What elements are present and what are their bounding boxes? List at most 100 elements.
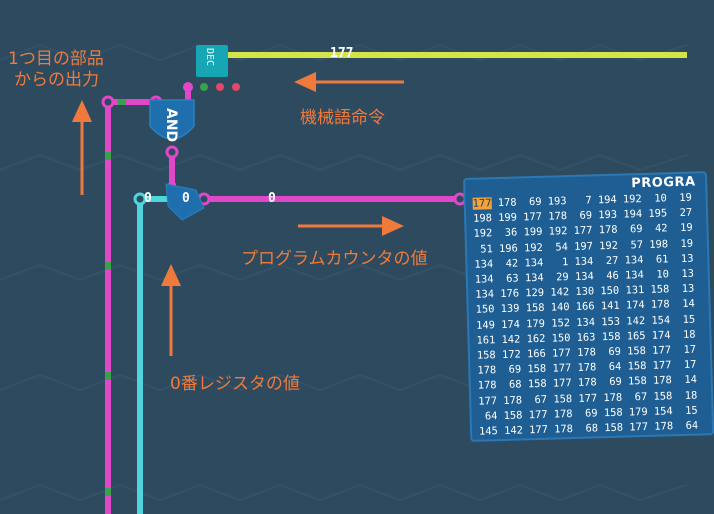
program-cell: 27 (599, 254, 619, 268)
magenta-wire-value: 0 (268, 191, 276, 206)
program-cell: 199 (523, 226, 543, 239)
program-cell: 166 (526, 347, 546, 361)
cyan-wire-value-left: 0 (144, 191, 152, 206)
program-cell: 10 (647, 192, 667, 205)
program-cell: 158 (603, 406, 623, 420)
program-cell: 67 (628, 390, 648, 404)
program-cell: 150 (475, 303, 495, 317)
program-cell: 64 (679, 419, 699, 433)
program-cell: 154 (651, 313, 671, 327)
program-cell: 178 (477, 364, 497, 377)
program-cell: 177 (552, 377, 572, 391)
program-cell: 158 (527, 362, 547, 376)
program-cell: 178 (477, 379, 497, 393)
program-cell: 177 (573, 224, 593, 238)
program-cell: 69 (522, 195, 542, 209)
program-cell: 192 (548, 225, 568, 239)
annotation-component-output-line1: 1つ目の部品 (8, 49, 104, 69)
program-cell: 177 (528, 408, 548, 422)
program-cell: 198 (472, 212, 493, 225)
program-cell: 42 (648, 222, 668, 236)
program-cell: 129 (525, 287, 545, 300)
program-cell: 69 (502, 363, 522, 377)
program-cell: 142 (550, 286, 570, 299)
program-cell: 178 (603, 391, 623, 404)
circuit-wires (101, 48, 687, 514)
program-cell: 142 (501, 333, 521, 346)
program-cell: 134 (576, 315, 596, 329)
program-cell: 163 (576, 331, 596, 344)
program-cell: 192 (523, 241, 544, 254)
program-cell: 154 (653, 405, 673, 418)
program-cell: 14 (677, 373, 698, 387)
program-cell: 172 (501, 348, 521, 362)
program-cell: 179 (526, 317, 546, 330)
program-cell: 13 (675, 282, 695, 296)
program-cell: 158 (604, 421, 624, 435)
program-cell: 194 (597, 193, 617, 207)
and-gate-label: AND (163, 108, 179, 143)
program-cell: 177 (578, 391, 598, 405)
program-cell: 134 (574, 255, 594, 268)
program-cell: 158 (653, 389, 673, 403)
program-cell: 194 (623, 208, 643, 221)
program-cell: 69 (573, 209, 593, 223)
program-cell: 140 (550, 301, 570, 315)
program-cell: 68 (579, 422, 599, 435)
program-cell: 29 (549, 271, 569, 284)
program-cell: 158 (527, 378, 547, 391)
program-cell: 199 (498, 211, 518, 225)
program-cell: 61 (649, 253, 669, 266)
program-cell: 7 (572, 194, 592, 207)
program-cell: 69 (623, 223, 643, 236)
program-cell: 134 (474, 273, 494, 286)
program-cell: 69 (602, 376, 622, 389)
program-cell: 177 (652, 359, 672, 373)
program-cell: 195 (648, 207, 668, 221)
annotation-register0: 0番レジスタの値 (170, 374, 300, 394)
program-cell: 196 (498, 242, 518, 255)
program-cell: 134 (474, 258, 494, 271)
program-cell: 162 (526, 332, 546, 346)
program-cell: 178 (554, 423, 574, 436)
program-cell: 178 (553, 407, 573, 421)
program-cell: 141 (600, 300, 620, 313)
program-cell: 67 (528, 393, 548, 406)
program-cell: 178 (576, 346, 597, 359)
program-cell: 158 (627, 375, 647, 388)
program-cell: 17 (677, 358, 697, 372)
program-cell: 46 (599, 269, 619, 283)
program-cell: 10 (649, 268, 670, 281)
program-cell: 174 (625, 299, 645, 312)
program-cell: 134 (574, 270, 594, 283)
program-cell: 142 (626, 314, 646, 328)
program-cell: 177 (551, 347, 572, 360)
program-cell: 158 (627, 344, 647, 358)
decoder-component[interactable] (196, 45, 228, 77)
program-cell: 178 (650, 298, 670, 312)
program-cell: 14 (675, 298, 695, 311)
program-cell: 192 (473, 227, 493, 241)
program-cell: 179 (628, 405, 648, 419)
and-gate[interactable] (149, 99, 195, 148)
program-cell: 192 (622, 193, 642, 206)
program-cell: 158 (650, 283, 670, 297)
program-cell: 174 (651, 329, 671, 342)
program-cell: 1 (549, 255, 569, 269)
program-cell: 161 (476, 333, 496, 347)
program-cell: 57 (624, 238, 644, 252)
program-cell: 134 (624, 269, 645, 282)
yellow-bus-value: 177 (330, 46, 354, 61)
program-cell: 176 (500, 287, 520, 301)
program-cell: 54 (548, 240, 569, 254)
program-cell: 18 (678, 389, 698, 402)
program-cell: 150 (551, 331, 571, 345)
program-cell: 177 (528, 423, 549, 437)
program-cell: 177 (552, 362, 572, 375)
program-cell: 19 (672, 191, 692, 205)
program-cell: 19 (674, 237, 694, 250)
program-cell: 158 (627, 360, 647, 373)
program-cell: 149 (475, 318, 496, 332)
